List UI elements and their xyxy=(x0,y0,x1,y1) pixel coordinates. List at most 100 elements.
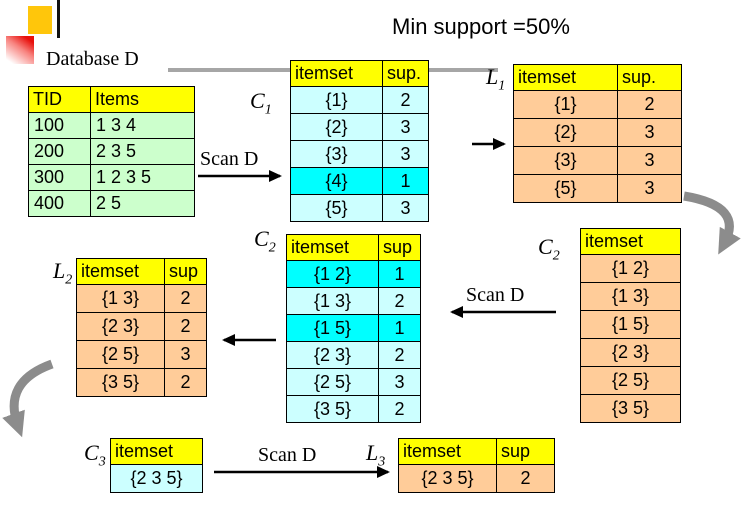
table-row: {2 3 5} xyxy=(110,464,203,493)
cell: {2 3 5} xyxy=(398,464,497,493)
table-row: {1 3} 2 xyxy=(76,284,207,313)
cell: 2 xyxy=(164,312,207,341)
cell: {3} xyxy=(290,140,383,168)
c2-right-label-sub: 2 xyxy=(552,248,560,264)
column-header: sup. xyxy=(617,64,682,91)
table-row: {1} 2 xyxy=(513,90,682,119)
cell: {2 5} xyxy=(580,366,681,395)
cell: 300 xyxy=(28,164,91,191)
table-row: {2 5} 3 xyxy=(76,340,207,369)
l3-label-sub: 3 xyxy=(378,454,386,470)
cell: 1 xyxy=(378,314,421,342)
table-row: {2} 3 xyxy=(290,113,429,141)
cell: {3 5} xyxy=(580,394,681,423)
table-row: {2 3 5} 2 xyxy=(398,464,555,493)
cell: {5} xyxy=(513,174,618,203)
cell: {1 5} xyxy=(286,314,379,342)
cell: 200 xyxy=(28,138,91,165)
cell: {2 5} xyxy=(286,368,379,396)
c2-candidate-list-table: itemset {1 2} {1 3} {1 5} {2 3} {2 5} {3… xyxy=(580,228,681,423)
cell: {1 3} xyxy=(580,282,681,311)
c1-label: C1 xyxy=(250,88,272,118)
column-header: sup xyxy=(496,438,555,465)
l3-label: L3 xyxy=(366,440,385,470)
table-header-row: itemset sup xyxy=(398,438,555,465)
table-row: {2 5} 3 xyxy=(286,368,421,396)
table-row: {2 5} xyxy=(580,366,681,395)
table-row: {3 5} 2 xyxy=(76,368,207,397)
cell: {2 3 5} xyxy=(110,464,203,493)
table-row: {2 3} 2 xyxy=(286,341,421,369)
table-row: {1 2} xyxy=(580,254,681,283)
table-row: {1 3} xyxy=(580,282,681,311)
l3-large-itemset-table: itemset sup {2 3 5} 2 xyxy=(398,438,555,493)
table-row: 200 2 3 5 xyxy=(28,138,195,165)
cell: {3} xyxy=(513,146,618,175)
cell: {2} xyxy=(290,113,383,141)
cell: {2 3} xyxy=(286,341,379,369)
c3-candidate-table: itemset {2 3 5} xyxy=(110,438,203,493)
c1-label-sub: 1 xyxy=(264,102,272,118)
column-header: TID xyxy=(28,86,91,113)
cell: 2 5 xyxy=(90,190,195,217)
table-row-highlighted: {1 2} 1 xyxy=(286,260,421,288)
curved-arrow-right xyxy=(683,191,741,255)
database-table: TID Items 100 1 3 4 200 2 3 5 300 1 2 3 … xyxy=(28,86,195,217)
cell: {1 3} xyxy=(286,287,379,315)
table-row: {3} 3 xyxy=(290,140,429,168)
cell: 3 xyxy=(382,194,429,222)
cell: {2 3} xyxy=(580,338,681,367)
column-header: Items xyxy=(90,86,195,113)
cell: 3 xyxy=(617,118,682,147)
curved-arrow-left xyxy=(2,359,54,438)
cell: 3 xyxy=(617,174,682,203)
cell: {1} xyxy=(290,86,383,114)
column-header: itemset xyxy=(286,234,379,261)
l1-label-sub: 1 xyxy=(498,78,506,94)
cell: 2 xyxy=(496,464,555,493)
scan-d-label-1: Scan D xyxy=(200,148,259,170)
table-row: {3 5} 2 xyxy=(286,395,421,423)
l1-label: L1 xyxy=(486,64,505,94)
table-row: {3} 3 xyxy=(513,146,682,175)
database-label: Database D xyxy=(46,48,139,70)
table-header-row: itemset sup xyxy=(286,234,421,261)
table-row: {5} 3 xyxy=(290,194,429,222)
slide-ornament-red-square xyxy=(6,36,34,64)
l1-large-itemset-table: itemset sup. {1} 2 {2} 3 {3} 3 {5} 3 xyxy=(513,64,682,203)
cell: {2 3} xyxy=(76,312,165,341)
cell: {1 5} xyxy=(580,310,681,339)
c3-label-sub: 3 xyxy=(98,454,106,470)
c3-label-base: C xyxy=(84,440,99,465)
column-header: sup xyxy=(378,234,421,261)
table-header-row: itemset sup xyxy=(76,258,207,285)
table-row-highlighted: {4} 1 xyxy=(290,167,429,195)
c2-right-label-base: C xyxy=(538,234,553,259)
cell: 2 xyxy=(382,86,429,114)
cell: {5} xyxy=(290,194,383,222)
table-row: {2} 3 xyxy=(513,118,682,147)
cell: {3 5} xyxy=(286,395,379,423)
cell: 3 xyxy=(382,113,429,141)
cell: 3 xyxy=(164,340,207,369)
cell: {1} xyxy=(513,90,618,119)
table-row: 300 1 2 3 5 xyxy=(28,164,195,191)
table-row: {2 3} 2 xyxy=(76,312,207,341)
column-header: itemset xyxy=(398,438,497,465)
cell: 2 xyxy=(164,284,207,313)
table-row: {2 3} xyxy=(580,338,681,367)
cell: {1 3} xyxy=(76,284,165,313)
column-header: itemset xyxy=(513,64,618,91)
slide-ornament-vertical-line xyxy=(57,0,60,38)
c2-mid-label-sub: 2 xyxy=(268,240,276,256)
l2-large-itemset-table: itemset sup {1 3} 2 {2 3} 2 {2 5} 3 {3 5… xyxy=(76,258,207,397)
table-row: {3 5} xyxy=(580,394,681,423)
cell: {2} xyxy=(513,118,618,147)
cell: 2 xyxy=(378,395,421,423)
c1-label-base: C xyxy=(250,88,265,113)
cell: 1 2 3 5 xyxy=(90,164,195,191)
cell: 3 xyxy=(617,146,682,175)
cell: {4} xyxy=(290,167,383,195)
c1-candidate-table: itemset sup. {1} 2 {2} 3 {3} 3 {4} 1 {5}… xyxy=(290,60,429,222)
cell: 1 xyxy=(382,167,429,195)
